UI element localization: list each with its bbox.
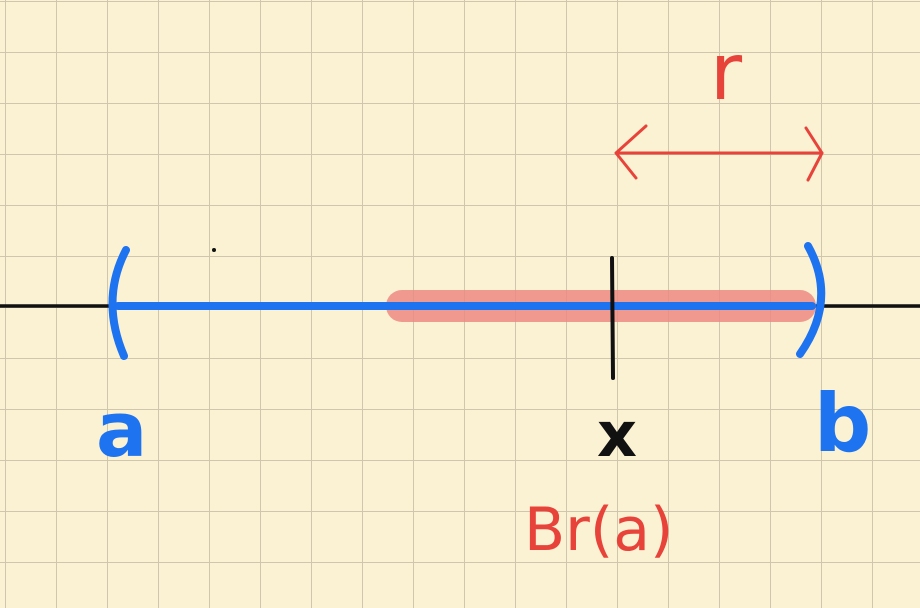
radius-arrow-right-head bbox=[804, 126, 824, 182]
label-a: a bbox=[96, 385, 148, 474]
label-r: r bbox=[710, 28, 743, 118]
radius-arrow-left-head bbox=[614, 124, 648, 180]
radius-arrow bbox=[614, 124, 824, 182]
label-ball-br-a: Br(a) bbox=[524, 495, 674, 565]
stray-ink-dot bbox=[212, 248, 216, 252]
label-x: x bbox=[597, 398, 637, 471]
right-open-bracket bbox=[796, 242, 826, 358]
point-x-tick bbox=[610, 256, 615, 380]
label-b: b bbox=[814, 377, 872, 470]
left-open-bracket bbox=[108, 246, 130, 360]
